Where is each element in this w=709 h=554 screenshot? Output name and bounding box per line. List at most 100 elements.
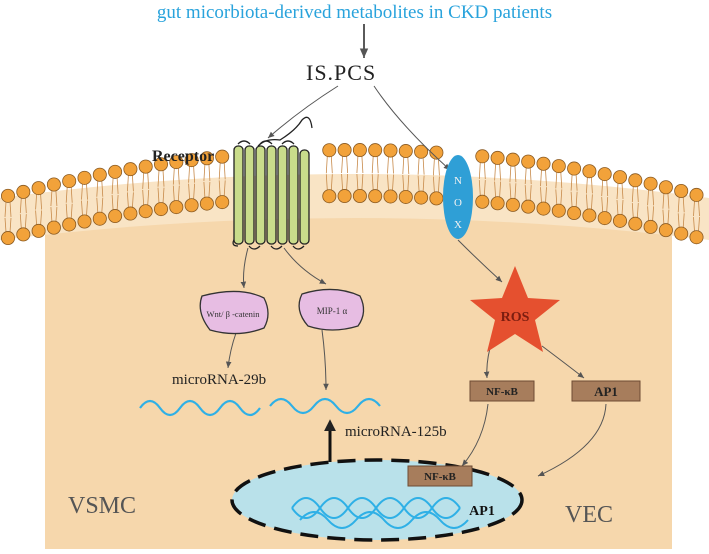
lipid-head xyxy=(46,220,61,235)
lipid-tail xyxy=(96,180,104,197)
arrow-ispcs-to-receptor xyxy=(267,85,339,139)
lipid-head xyxy=(108,164,123,179)
lipid-tail xyxy=(19,214,27,229)
lipid-head xyxy=(184,153,199,168)
lipid-head xyxy=(551,159,566,174)
mirna-29b-strand xyxy=(139,399,261,417)
svg-text:O: O xyxy=(454,197,462,209)
lipid-tail xyxy=(111,194,119,211)
lipid-head xyxy=(1,231,15,246)
nox-label: N O X xyxy=(454,175,462,231)
lipid-tail xyxy=(188,166,195,183)
lipid-head xyxy=(352,189,367,204)
lipid-tail xyxy=(172,185,180,202)
lipid-tail xyxy=(356,173,364,191)
lipid-head xyxy=(674,226,689,241)
lipid-tail xyxy=(387,174,394,191)
mirna-125b-label: microRNA-125b xyxy=(345,424,447,440)
lipid-tail xyxy=(50,207,58,222)
lipid-head xyxy=(475,149,490,164)
lipid-head xyxy=(521,154,536,169)
lipid-head xyxy=(123,162,138,177)
lipid-head xyxy=(429,191,444,206)
lipid-head xyxy=(16,227,31,242)
lipid-head xyxy=(613,170,628,185)
lipid-tail xyxy=(616,199,624,215)
wnt-beta-catenin xyxy=(199,290,269,335)
arrow-nox-to-ros xyxy=(457,239,503,283)
lipid-head xyxy=(398,189,413,204)
lipid-tail xyxy=(325,174,333,191)
vsmc-label: VSMC xyxy=(68,493,137,519)
lipid-head xyxy=(368,189,383,204)
lipid-head xyxy=(77,170,92,185)
lipid-head xyxy=(215,149,230,164)
arrow-ros-to-ap1 xyxy=(541,345,585,379)
lipid-tail xyxy=(81,200,88,216)
lipid-tail xyxy=(677,196,685,213)
arrow-ap1-to-nucleus xyxy=(537,403,607,477)
ros-star xyxy=(470,266,560,352)
arrow-mip-to-mirna125 xyxy=(321,329,329,391)
ros-label: ROS xyxy=(501,310,530,325)
lipid-tail xyxy=(402,157,410,175)
lipid-tail xyxy=(555,189,563,205)
lipid-head xyxy=(199,151,214,166)
lipid-head xyxy=(16,184,31,199)
lipid-tail xyxy=(127,175,134,192)
nfkb-box xyxy=(469,380,535,402)
lipid-head xyxy=(536,201,551,216)
lipid-tail xyxy=(509,165,517,183)
lipid-tail xyxy=(218,180,226,197)
lipid-tail xyxy=(524,167,532,185)
lipid-tail xyxy=(433,158,440,176)
lipid-head xyxy=(628,216,643,231)
wnt-label: Wnt/ β -catenin xyxy=(207,309,261,319)
lipid-head xyxy=(597,211,612,226)
ap1-box xyxy=(571,380,641,402)
lipid-head xyxy=(398,144,413,159)
lipid-tail xyxy=(157,187,165,204)
lipid-head xyxy=(169,200,184,215)
nucleus-nfkb-label: NF-κB xyxy=(424,471,456,483)
mirna-29b-label: microRNA-29b xyxy=(172,372,267,388)
lipid-head xyxy=(505,152,520,167)
lipid-tail xyxy=(142,189,150,206)
lipid-tail xyxy=(81,183,88,200)
lipid-tail xyxy=(4,217,12,233)
lipid-tail xyxy=(509,183,517,199)
lipid-tail xyxy=(647,206,654,221)
lipid-head xyxy=(322,143,337,158)
svg-text:X: X xyxy=(454,219,462,231)
lipid-tail xyxy=(188,183,195,200)
lipid-tail xyxy=(677,213,685,228)
nucleus-nfkb-box xyxy=(407,465,473,487)
lipid-tail xyxy=(387,156,394,174)
lipid-tail xyxy=(616,183,624,199)
mip-1-alpha xyxy=(298,288,365,331)
lipid-tail xyxy=(494,163,501,181)
lipid-head xyxy=(536,156,551,171)
lipid-tail xyxy=(662,209,670,225)
nucleus xyxy=(230,458,524,542)
lipid-tail xyxy=(172,168,180,185)
lipid-head xyxy=(582,208,597,223)
lipid-tail xyxy=(586,177,593,194)
lipid-head xyxy=(153,157,168,172)
lipid-head xyxy=(123,206,138,221)
lipid-tail xyxy=(19,197,27,214)
lipid-tail xyxy=(540,169,547,187)
lipid-tail xyxy=(341,156,348,174)
lipid-tail xyxy=(540,187,547,203)
lipid-head xyxy=(567,206,582,221)
lipid-head xyxy=(643,219,658,234)
lipid-head xyxy=(199,196,214,211)
nox-enzyme xyxy=(443,155,473,239)
lipid-head xyxy=(153,202,168,217)
lipid-head xyxy=(674,184,689,199)
lipid-tail xyxy=(203,164,211,181)
lipid-tail xyxy=(417,175,425,192)
lipid-tail xyxy=(693,200,700,217)
lipid-head xyxy=(414,190,429,205)
